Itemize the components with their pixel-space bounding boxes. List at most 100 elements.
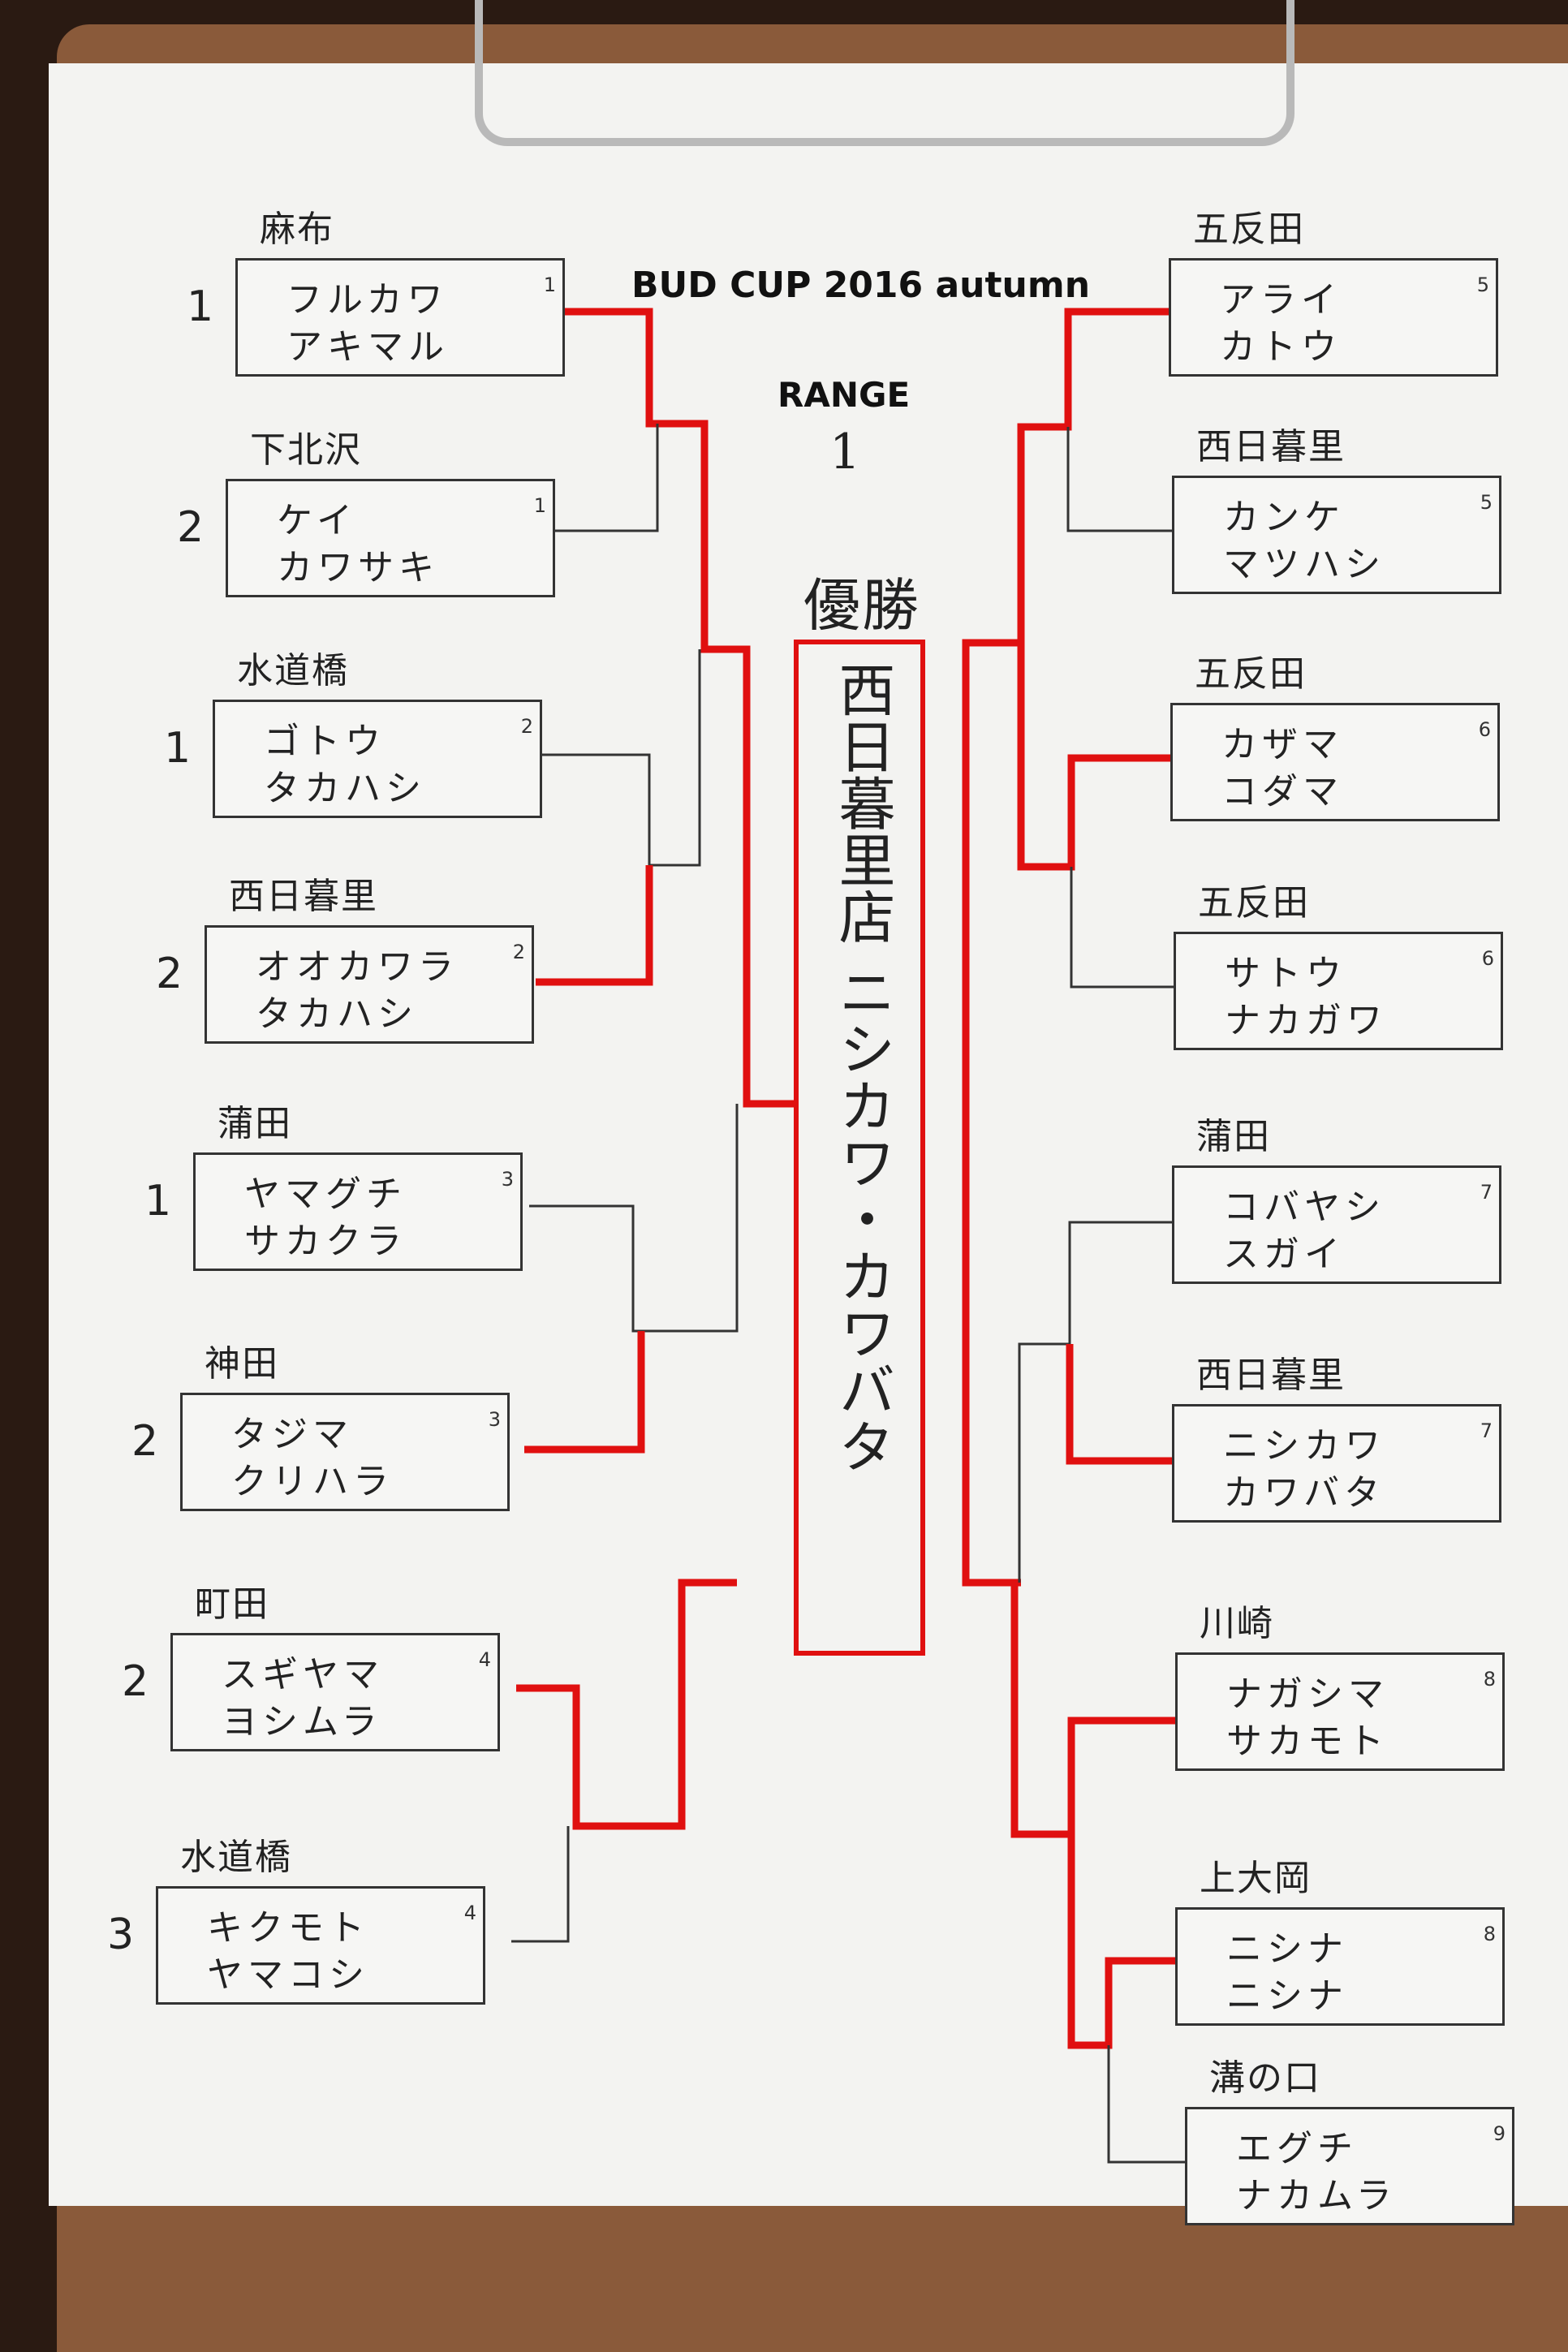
player-name: サカモト [1226, 1721, 1389, 1762]
player-name: ナカガワ [1225, 1000, 1387, 1041]
team-box: コバヤシスガイ 7 [1172, 1165, 1501, 1284]
match-score: 2 [156, 950, 183, 998]
right-winner-path [1010, 1583, 1175, 1838]
right-line [1066, 427, 1172, 532]
player-name: ニシナ [1226, 1928, 1348, 1970]
player-name: ヤマグチ [244, 1174, 407, 1215]
player-name: サトウ [1225, 953, 1346, 994]
seed-number: 9 [1493, 2122, 1506, 2145]
team-box: エグチナカムラ 9 [1185, 2107, 1514, 2225]
team-box: ケイカワサキ 1 [226, 479, 555, 597]
player-name: キクモト [207, 1907, 369, 1949]
player-name: カワサキ [277, 547, 439, 588]
club-name: 麻布 [260, 209, 334, 250]
right-winner-path [962, 308, 1169, 1587]
player-name: エグチ [1236, 2128, 1358, 2169]
seed-number: 7 [1480, 1419, 1493, 1442]
clipboard-clip [475, 0, 1294, 146]
player-name: カトウ [1220, 326, 1342, 368]
left-winner-path [560, 308, 794, 1108]
left-winner-path [516, 1579, 737, 1830]
player-name: スガイ [1223, 1234, 1345, 1275]
page-title: BUD CUP 2016 autumn [631, 265, 1091, 306]
player-name: ニシカワ [1223, 1425, 1385, 1467]
left-line [552, 424, 659, 532]
seed-number: 1 [543, 274, 556, 296]
left-winner-path [536, 865, 653, 986]
player-name: ナカムラ [1236, 2175, 1397, 2216]
right-line [1018, 1221, 1172, 1583]
match-score: 1 [187, 282, 214, 331]
left-line [542, 649, 701, 867]
seed-number: 5 [1480, 491, 1493, 514]
player-name: コダマ [1221, 771, 1343, 812]
player-name: マツハシ [1223, 544, 1385, 585]
club-name: 上大岡 [1200, 1858, 1312, 1899]
seed-number: 5 [1476, 274, 1489, 296]
left-line [529, 1104, 739, 1333]
seed-number: 1 [533, 494, 546, 517]
club-name: 下北沢 [250, 429, 362, 471]
team-box: カンケマツハシ 5 [1172, 476, 1501, 594]
club-name: 溝の口 [1209, 2057, 1321, 2099]
left-line [511, 1826, 570, 1943]
match-score: 1 [144, 1177, 172, 1226]
player-name: クリハラ [231, 1461, 394, 1502]
player-name: タカハシ [264, 768, 426, 809]
seed-number: 2 [512, 941, 525, 963]
seed-number: 8 [1483, 1923, 1496, 1945]
club-name: 五反田 [1198, 882, 1310, 924]
seed-number: 3 [501, 1168, 514, 1191]
seed-number: 6 [1478, 718, 1491, 741]
team-box: ナガシマサカモト 8 [1175, 1652, 1505, 1771]
right-line [1070, 867, 1174, 989]
match-score: 3 [107, 1910, 135, 1959]
team-box: サトウナカガワ 6 [1174, 932, 1503, 1050]
club-name: 西日暮里 [1196, 1355, 1346, 1396]
club-name: 水道橋 [180, 1837, 292, 1878]
seed-number: 4 [463, 1902, 476, 1924]
player-name: コバヤシ [1223, 1187, 1385, 1228]
page-subtitle: RANGE [778, 375, 911, 415]
player-name: アキマル [286, 326, 449, 368]
player-name: ヤマコシ [207, 1954, 369, 1996]
player-name: タカハシ [256, 993, 418, 1035]
player-name: ケイ [277, 500, 358, 541]
player-name: タジマ [231, 1414, 353, 1455]
player-name: ナガシマ [1226, 1674, 1389, 1715]
player-name: スギヤマ [222, 1654, 384, 1695]
team-box: ヤマグチサカクラ 3 [193, 1152, 523, 1271]
seed-number: 2 [520, 715, 533, 738]
match-score: 2 [131, 1417, 159, 1466]
player-name: サカクラ [244, 1221, 407, 1262]
club-name: 西日暮里 [1196, 426, 1346, 467]
left-winner-path [524, 1331, 645, 1454]
right-winner-path [1066, 1344, 1172, 1465]
club-name: 水道橋 [237, 650, 349, 691]
match-score: 1 [164, 724, 192, 773]
team-box: タジマクリハラ 3 [180, 1393, 510, 1511]
club-name: 蒲田 [218, 1103, 292, 1144]
match-score: 2 [177, 503, 205, 552]
club-name: 川崎 [1200, 1603, 1274, 1644]
seed-number: 6 [1481, 947, 1494, 970]
champion-box: 西日暮里店 ニシカワ・カワバタ [794, 640, 925, 1656]
seed-number: 8 [1483, 1668, 1496, 1691]
seed-number: 3 [488, 1408, 501, 1431]
seed-number: 7 [1480, 1181, 1493, 1204]
club-name: 五反田 [1195, 653, 1307, 695]
club-name: 町田 [195, 1583, 269, 1625]
club-name: 蒲田 [1196, 1116, 1271, 1157]
club-name: 神田 [205, 1343, 279, 1385]
match-score: 2 [122, 1657, 149, 1706]
bracket-sheet [49, 63, 1568, 2206]
player-name: カンケ [1223, 497, 1345, 538]
